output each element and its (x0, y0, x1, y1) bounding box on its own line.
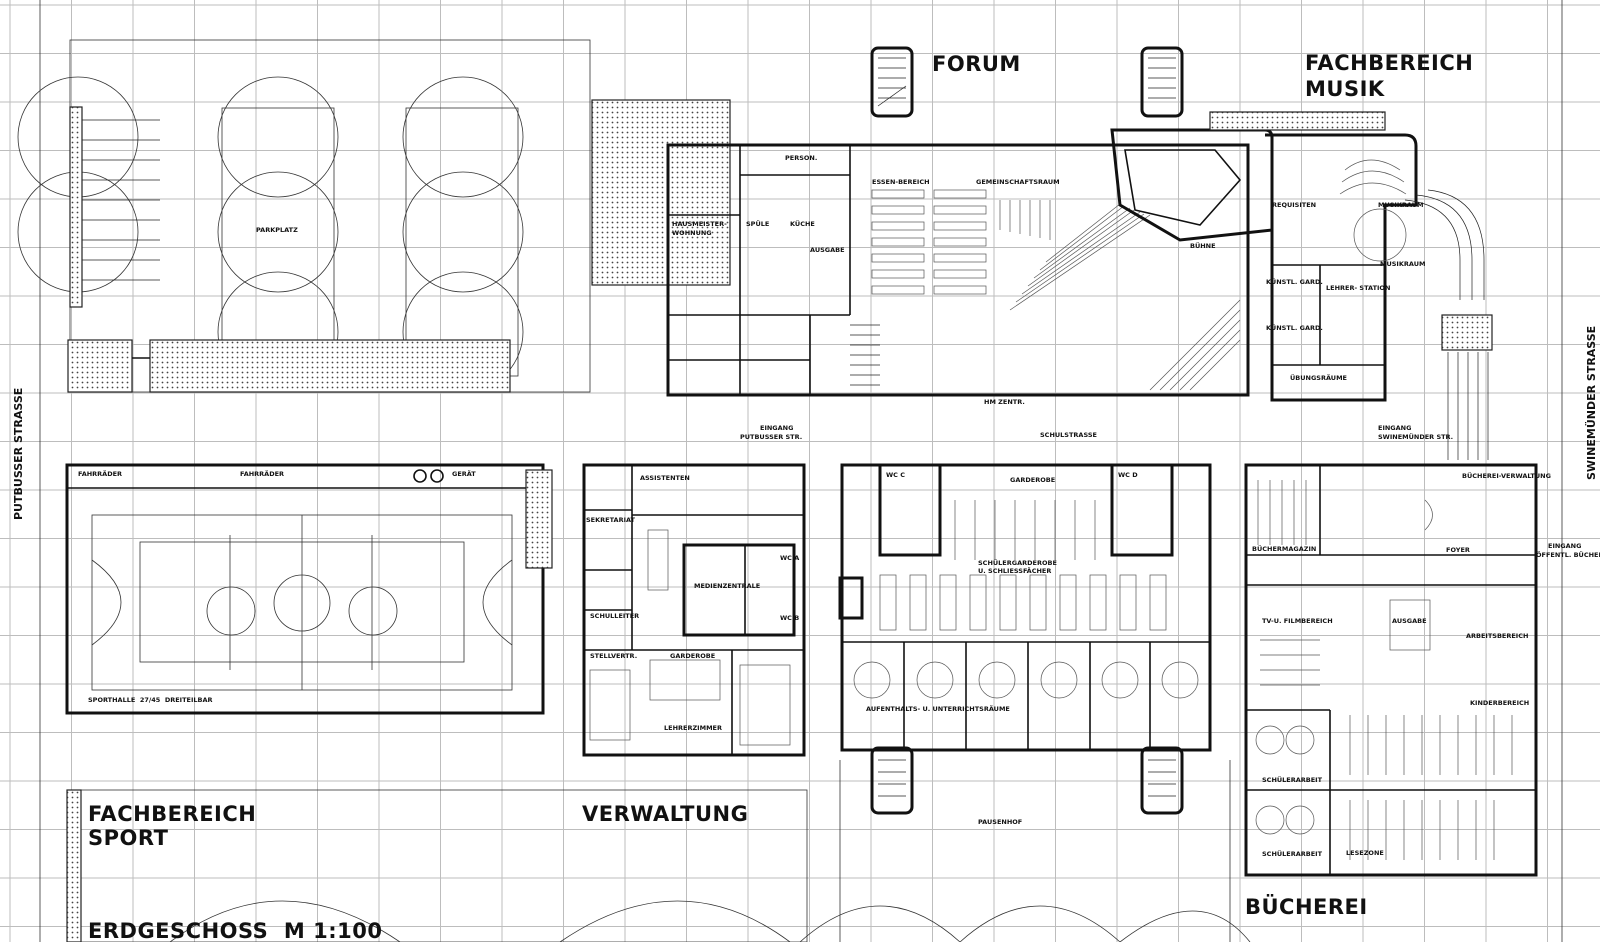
label-buechermagazin: BÜCHERMAGAZIN (1252, 544, 1316, 553)
music-department (1265, 133, 1493, 460)
label-ausgabe-2: AUSGABE (1392, 617, 1427, 625)
administration-title: VERWALTUNG (582, 802, 748, 826)
label-wc-c: WC C (886, 471, 905, 479)
label-assistenten: ASSISTENTEN (640, 474, 690, 482)
central-stair-west (850, 324, 880, 396)
street-swinemuender: SWINEMÜNDER STRASSE (1584, 326, 1598, 480)
label-buecherei-verwaltung: BÜCHEREI-VERWALTUNG (1462, 471, 1551, 480)
label-pausenhof: PAUSENHOF (978, 818, 1022, 826)
label-person: PERSON. (785, 154, 817, 162)
stage (1110, 111, 1386, 242)
label-kueche: KÜCHE (790, 219, 815, 228)
drawing-title: ERDGESCHOSS M 1:100 (88, 919, 382, 942)
label-sporthalle: SPORTHALLE 27/45 DREITEILBAR (88, 696, 213, 704)
label-arbeitsbereich: ARBEITSBEREICH (1466, 632, 1528, 640)
label-musikraum-2: MUSIKRAUM (1380, 260, 1425, 268)
label-garderobe-1: GARDEROBE (670, 652, 715, 660)
sports-hall (65, 463, 553, 715)
label-hausmeister-2: WOHNUNG (672, 229, 712, 237)
label-foyer: FOYER (1446, 546, 1470, 554)
stair-tower-north-2 (1140, 46, 1184, 118)
label-lehrerstation: LEHRER- STATION (1326, 284, 1390, 292)
label-schuelerarbeit-2: SCHÜLERARBEIT (1262, 849, 1323, 858)
label-uebungsraeume: ÜBUNGSRÄUME (1290, 373, 1347, 382)
label-schulleiter: SCHULLEITER (590, 612, 639, 620)
label-kuenstl-gard-1: KÜNSTL. GARD. (1266, 277, 1323, 286)
street-labels: PUTBUSSER STRASSE SWINEMÜNDER STRASSE (12, 326, 1598, 520)
forum-title: FORUM (932, 52, 1021, 76)
label-stellvertr: STELLVERTR. (590, 652, 637, 660)
stair-tower-south-1 (870, 746, 914, 815)
sports-field-area (66, 760, 1251, 942)
label-schuelergarderobe-1: SCHÜLERGARDEROBE (978, 558, 1057, 567)
label-eingang-putbusser-2: PUTBUSSER STR. (740, 433, 802, 441)
label-geraet: GERÄT (452, 469, 476, 478)
label-hausmeister-1: HAUSMEISTER- (672, 220, 727, 228)
roof-terrace (591, 99, 731, 286)
label-gemeinschaftsraum: GEMEINSCHAFTSRAUM (976, 178, 1060, 186)
label-kinderbereich: KINDERBEREICH (1470, 699, 1529, 707)
label-sekretariat: SEKRETARIAT (586, 516, 636, 524)
street-putbusser: PUTBUSSER STRASSE (12, 388, 25, 520)
parking-area (17, 39, 591, 393)
label-spuele: SPÜLE (746, 219, 769, 228)
label-aufenthalts: AUFENTHALTS- U. UNTERRICHTSRÄUME (866, 704, 1010, 713)
music-title-line2: MUSIK (1305, 77, 1385, 101)
label-requisiten: REQUISITEN (1272, 201, 1316, 209)
label-eingang-putbusser-1: EINGANG (760, 424, 793, 432)
label-lehrerzimmer: LEHRERZIMMER (664, 724, 722, 732)
label-medienzentrale: MEDIENZENTRALE (694, 582, 760, 590)
label-eingang-swinemuender-1: EINGANG (1378, 424, 1411, 432)
label-garderobe-2: GARDEROBE (1010, 476, 1055, 484)
classroom-block (838, 463, 1212, 752)
north-block (666, 143, 1250, 397)
label-eingang-swinemuender-2: SWINEMÜNDER STR. (1378, 432, 1453, 441)
library-title: BÜCHEREI (1245, 894, 1368, 919)
label-wc-d: WC D (1118, 471, 1138, 479)
label-schuelerarbeit-1: SCHÜLERARBEIT (1262, 775, 1323, 784)
label-hm-zentr: HM ZENTR. (984, 398, 1025, 406)
sport-title-line2: SPORT (88, 826, 169, 850)
library-block (1244, 463, 1538, 877)
label-schulstrasse: SCHULSTRASSE (1040, 431, 1097, 439)
label-eingang-buecherei-1: EINGANG (1548, 542, 1581, 550)
sport-title-line1: FACHBEREICH (88, 802, 256, 826)
label-ausgabe-1: AUSGABE (810, 246, 845, 254)
label-essenbereich: ESSEN-BEREICH (872, 178, 930, 186)
label-fahrraeder-2: FAHRRÄDER (240, 469, 284, 478)
label-parkplatz: PARKPLATZ (256, 226, 298, 234)
label-schuelergarderobe-2: U. SCHLIESSFÄCHER (978, 566, 1051, 575)
label-fahrraeder-1: FAHRRÄDER (78, 469, 122, 478)
label-wc-a: WC A (780, 554, 799, 562)
stair-tower-north-1 (870, 46, 914, 118)
label-lesezone: LESEZONE (1346, 849, 1384, 857)
room-labels: PARKPLATZ FAHRRÄDER FAHRRÄDER GERÄT SPOR… (78, 154, 1600, 858)
administration-block (582, 463, 806, 757)
music-title-line1: FACHBEREICH (1305, 51, 1473, 75)
stair-tower-south-2 (1140, 746, 1184, 815)
label-buehne: BÜHNE (1190, 241, 1216, 250)
label-eingang-buecherei-2: ÖFFENTL. BÜCHEREI (1536, 550, 1600, 559)
label-wc-b: WC B (780, 614, 799, 622)
label-kuenstl-gard-2: KÜNSTL. GARD. (1266, 323, 1323, 332)
label-tv-filmbereich: TV-U. FILMBEREICH (1262, 617, 1333, 625)
section-titles: FORUM FACHBEREICH MUSIK FACHBEREICH SPOR… (88, 51, 1473, 942)
label-musikraum-1: MUSIKRAUM (1378, 201, 1423, 209)
